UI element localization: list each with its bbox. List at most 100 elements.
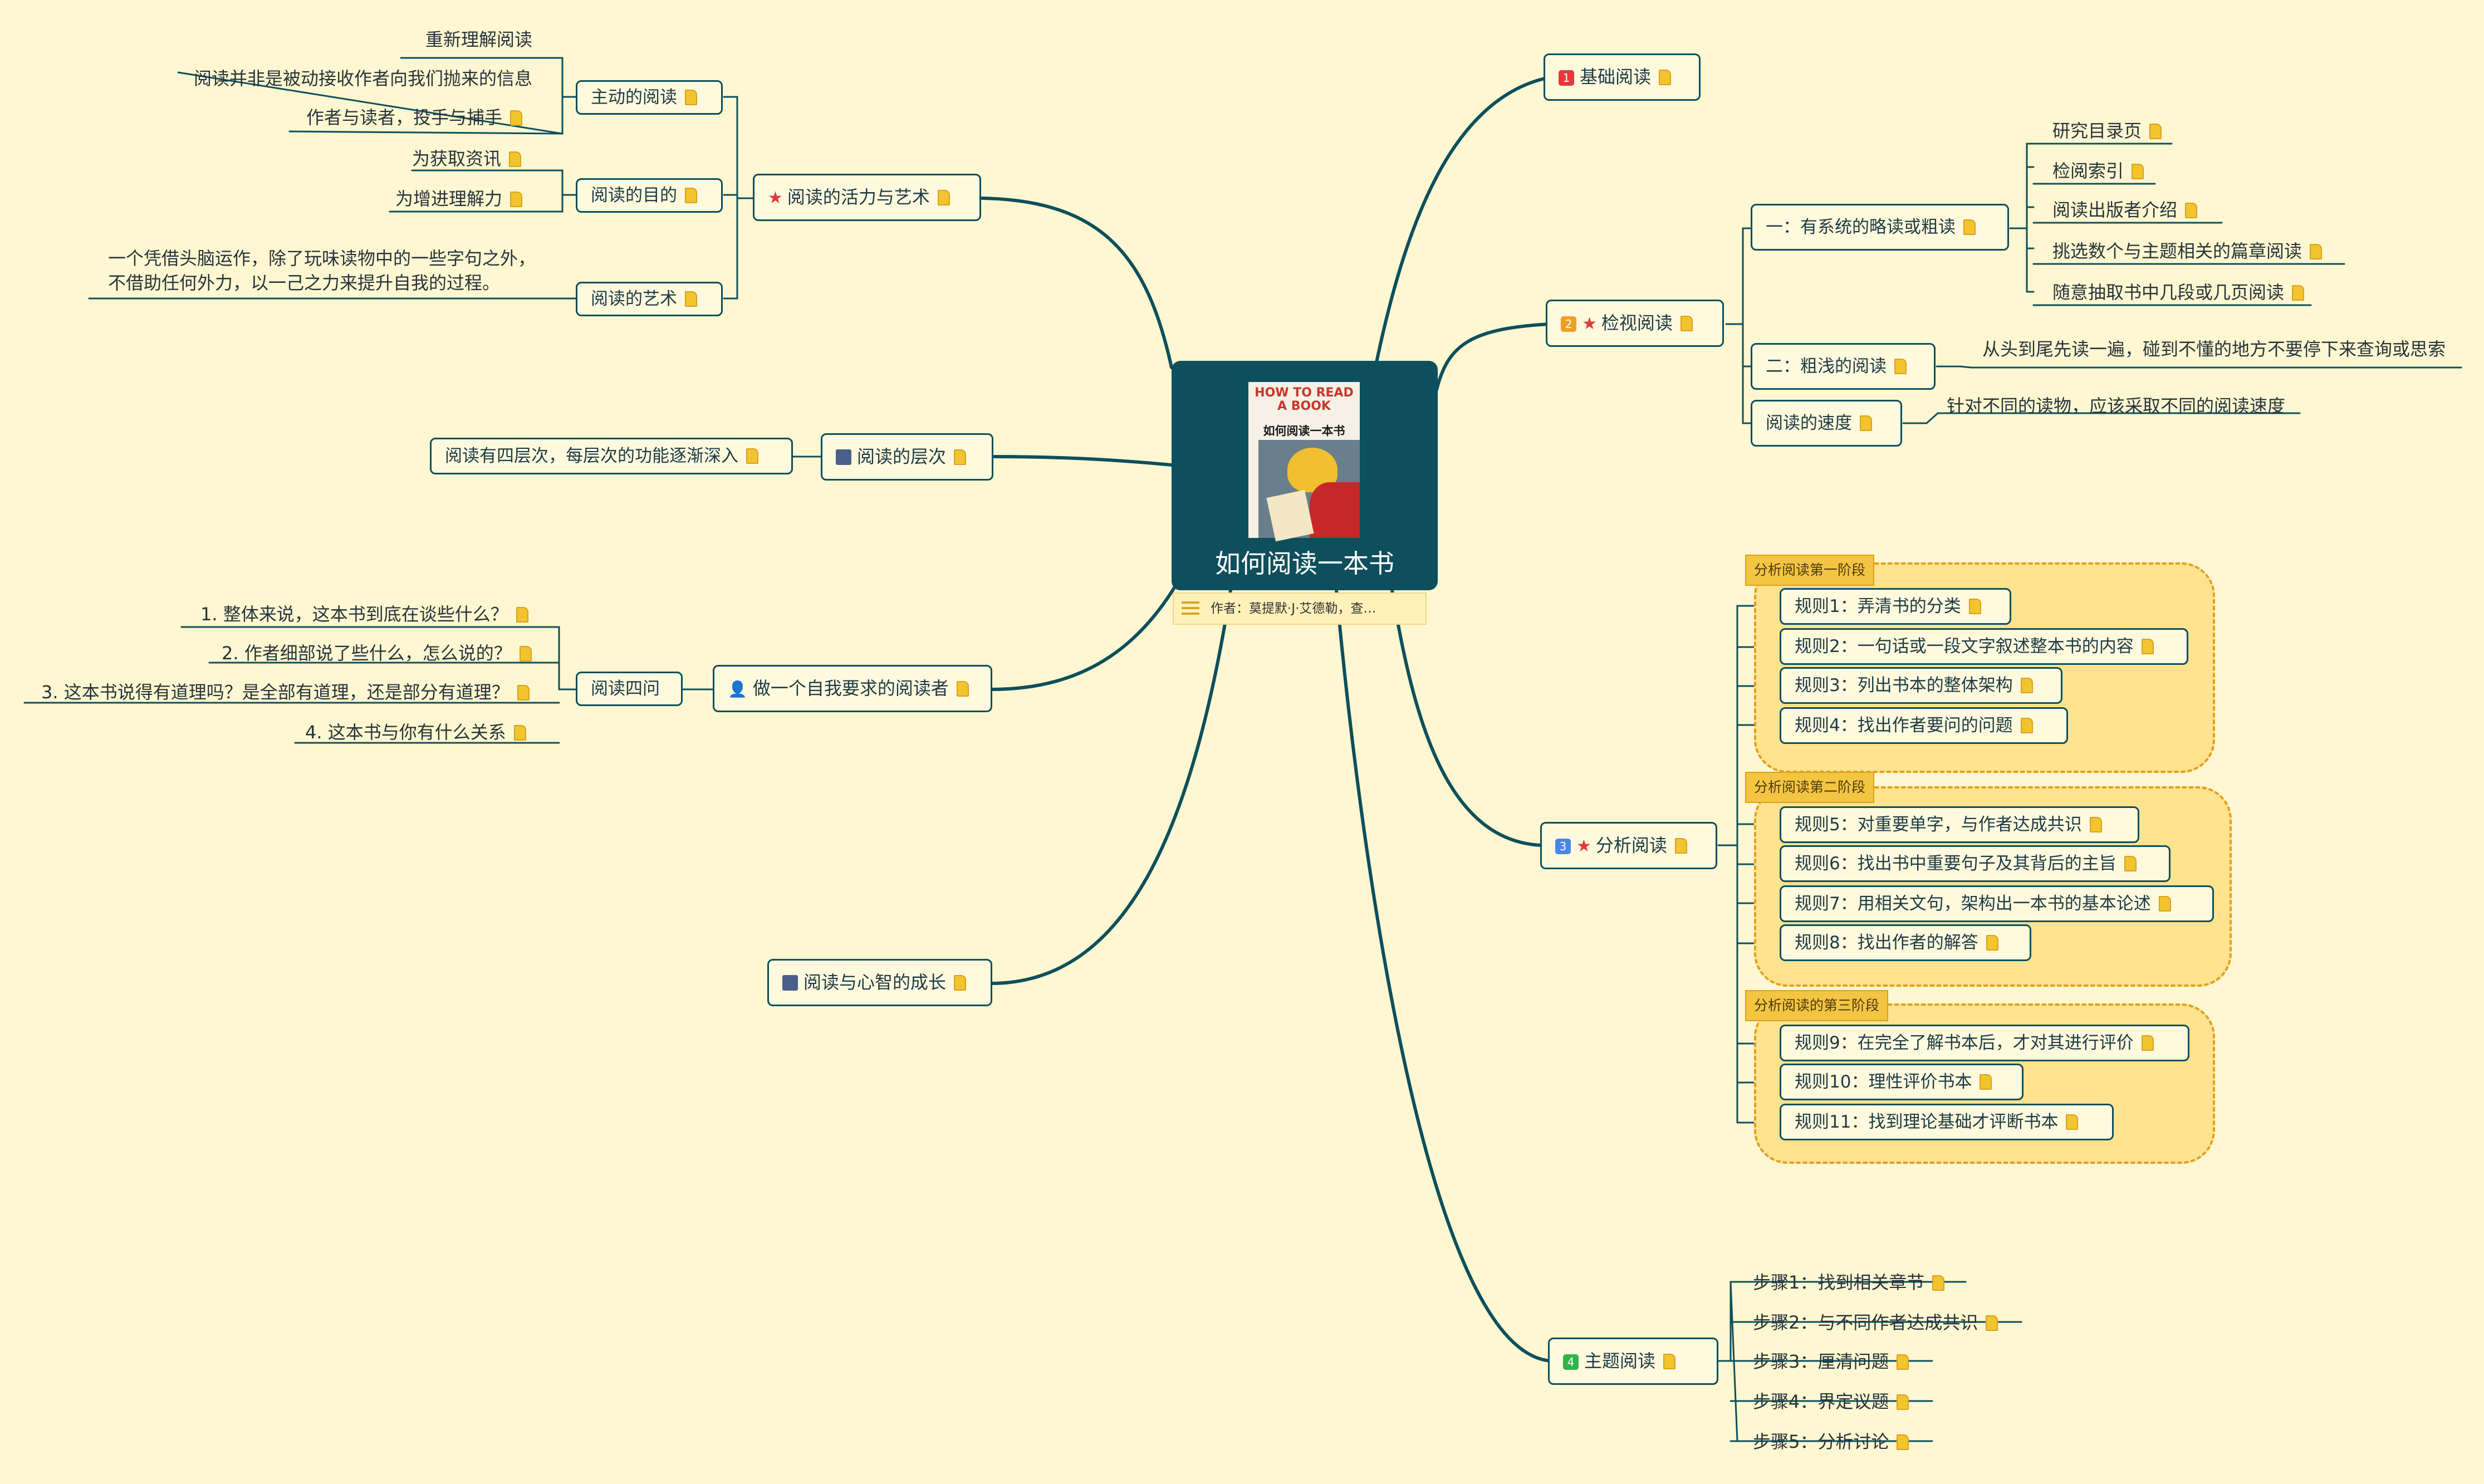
- topic-four-levels[interactable]: 阅读有四层次，每层次的功能逐渐深入: [430, 438, 793, 474]
- branch-basic-reading-label: 基础阅读: [1580, 66, 1652, 87]
- rule-9[interactable]: 规则9：在完全了解书本后，才对其进行评价: [1780, 1025, 2189, 1061]
- rule-7[interactable]: 规则7：用相关文句，架构出一本书的基本论述: [1780, 885, 2214, 922]
- rule-2[interactable]: 规则2：一句话或一段文字叙述整本书的内容: [1780, 628, 2188, 665]
- branch-demanding-reader[interactable]: 👤做一个自我要求的阅读者: [713, 665, 992, 712]
- step-5[interactable]: 步骤5：分析讨论: [1753, 1424, 1911, 1459]
- note-icon: [516, 607, 528, 623]
- branch-syntopical-label: 主题阅读: [1584, 1350, 1656, 1372]
- question-1[interactable]: 1. 整体来说，这本书到底在谈些什么？: [200, 597, 531, 631]
- rule-2-label: 规则2：一句话或一段文字叙述整本书的内容: [1795, 636, 2134, 657]
- stage-1-label[interactable]: 分析阅读第一阶段: [1745, 555, 1875, 586]
- branch-mind-growth[interactable]: 阅读与心智的成长: [767, 959, 992, 1006]
- rule-3[interactable]: 规则3：列出书本的整体架构: [1780, 667, 2062, 704]
- note-icon: [954, 449, 967, 465]
- topic-active-reading[interactable]: 主动的阅读: [576, 80, 723, 115]
- stage-2-label[interactable]: 分析阅读第二阶段: [1745, 772, 1875, 803]
- link-center-b4: [1335, 589, 1553, 1363]
- leaf-study-toc[interactable]: 研究目录页: [2052, 114, 2164, 148]
- stage-3-label[interactable]: 分析阅读的第三阶段: [1745, 990, 1889, 1021]
- step-2[interactable]: 步骤2：与不同作者达成共识: [1753, 1305, 2000, 1340]
- rule-1-label: 规则1：弄清书的分类: [1795, 596, 1961, 616]
- note-icon: [685, 291, 697, 307]
- topic-four-questions[interactable]: 阅读四问: [576, 672, 683, 706]
- topic-reading-speed[interactable]: 阅读的速度: [1751, 400, 1902, 447]
- leaf-check-index[interactable]: 检阅索引: [2052, 154, 2146, 188]
- step-4[interactable]: 步骤4：界定议题: [1753, 1384, 1911, 1419]
- note-icon: [510, 110, 523, 126]
- rule-5[interactable]: 规则5：对重要单字，与作者达成共识: [1780, 806, 2139, 843]
- topic-superficial-reading[interactable]: 二：粗浅的阅读: [1751, 343, 1936, 390]
- step-1-label: 步骤1：找到相关章节: [1753, 1272, 1925, 1293]
- branch-vitality-art[interactable]: ★阅读的活力与艺术: [753, 174, 981, 221]
- step-3[interactable]: 步骤3：厘清问题: [1753, 1344, 1911, 1379]
- note-icon: [1674, 838, 1687, 854]
- leaf-improve-understanding-label: 为增进理解力: [395, 188, 503, 209]
- rule-4[interactable]: 规则4：找出作者要问的问题: [1780, 707, 2068, 744]
- step-1[interactable]: 步骤1：找到相关章节: [1753, 1265, 1947, 1300]
- topic-reading-purpose[interactable]: 阅读的目的: [576, 178, 723, 213]
- priority-4-icon: 4: [1563, 1354, 1579, 1370]
- central-topic[interactable]: HOW TO READ A BOOK 如何阅读一本书 如何阅读一本书: [1172, 361, 1438, 590]
- rule-3-label: 规则3：列出书本的整体架构: [1795, 675, 2013, 696]
- star-icon: ★: [1582, 314, 1597, 334]
- rule-6[interactable]: 规则6：找出书中重要句子及其背后的主旨: [1780, 845, 2171, 882]
- rule-10[interactable]: 规则10：理性评价书本: [1780, 1064, 2024, 1100]
- note-icon: [1986, 935, 1998, 951]
- note-icon: [1894, 359, 1907, 374]
- leaf-random-pages[interactable]: 随意抽取书中几段或几页阅读: [2052, 275, 2306, 310]
- branch-syntopical-reading[interactable]: 4 主题阅读: [1548, 1338, 1718, 1385]
- note-icon: [513, 725, 526, 741]
- topic-skimming[interactable]: 一：有系统的略读或粗读: [1751, 204, 2009, 251]
- rule-6-label: 规则6：找出书中重要句子及其背后的主旨: [1795, 854, 2116, 874]
- step-2-label: 步骤2：与不同作者达成共识: [1753, 1312, 1978, 1333]
- note-icon: [2020, 718, 2033, 733]
- branch-inspectional-reading[interactable]: 2★检视阅读: [1546, 300, 1724, 347]
- leaf-publisher-intro[interactable]: 阅读出版者介绍: [2052, 193, 2199, 227]
- note-icon: [2089, 817, 2102, 832]
- rule-8[interactable]: 规则8：找出作者的解答: [1780, 924, 2031, 961]
- branch-reading-levels[interactable]: 阅读的层次: [821, 433, 993, 481]
- note-lines-icon: [1182, 601, 1199, 616]
- note-icon: [1680, 316, 1693, 331]
- leaf-not-passive[interactable]: 阅读并非是被动接收作者向我们抛来的信息: [193, 68, 532, 89]
- cover-title-cn: 如何阅读一本书: [1263, 424, 1345, 438]
- link-center-b2: [1435, 322, 1551, 391]
- link-center-growth: [991, 589, 1232, 985]
- leaf-get-info[interactable]: 为获取资讯: [412, 141, 523, 176]
- branch-levels-label: 阅读的层次: [857, 446, 947, 467]
- leaf-pick-chapters-label: 挑选数个与主题相关的篇章阅读: [2052, 241, 2302, 262]
- central-title: 如何阅读一本书: [1215, 548, 1394, 579]
- branch-analytical-reading[interactable]: 3★分析阅读: [1540, 822, 1717, 869]
- topic-superficial-label: 二：粗浅的阅读: [1766, 356, 1887, 376]
- leaf-rethink-reading[interactable]: 重新理解阅读: [425, 29, 532, 50]
- link-center-vitality: [981, 197, 1173, 369]
- leaf-pitcher-catcher[interactable]: 作者与读者，投手与捕手: [306, 100, 525, 135]
- leaf-improve-understanding[interactable]: 为增进理解力: [395, 182, 525, 216]
- bar-chart-icon: [836, 449, 851, 465]
- question-2[interactable]: 2. 作者细部说了些什么，怎么说的？: [222, 636, 534, 670]
- cover-illustration-dress: [1310, 482, 1360, 538]
- topic-reading-art[interactable]: 阅读的艺术: [576, 282, 723, 316]
- person-icon: 👤: [728, 680, 747, 698]
- note-icon: [1980, 1074, 1992, 1090]
- rule-11[interactable]: 规则11：找到理论基础才评断书本: [1780, 1104, 2114, 1140]
- branch-inspectional-label: 检视阅读: [1601, 312, 1673, 334]
- author-note[interactable]: 作者：莫提默·J·艾德勒，查…: [1173, 592, 1427, 625]
- cover-title-en: HOW TO READ A BOOK: [1255, 386, 1354, 413]
- question-3[interactable]: 3. 这本书说得有道理吗？是全部有道理，还是部分有道理？: [41, 675, 532, 709]
- topic-skimming-label: 一：有系统的略读或粗读: [1766, 217, 1956, 237]
- question-2-label: 2. 作者细部说了些什么，怎么说的？: [222, 643, 512, 664]
- note-icon: [1860, 415, 1872, 431]
- leaf-publisher-intro-label: 阅读出版者介绍: [2052, 199, 2178, 221]
- note-icon: [509, 151, 522, 167]
- note-icon: [1897, 1434, 1909, 1450]
- branch-growth-label: 阅读与心智的成长: [803, 972, 947, 993]
- note-icon: [685, 90, 697, 105]
- link-center-levels: [993, 455, 1173, 467]
- leaf-pick-chapters[interactable]: 挑选数个与主题相关的篇章阅读: [2052, 234, 2324, 268]
- question-4[interactable]: 4. 这本书与你有什么关系: [305, 715, 528, 750]
- link-center-b3: [1390, 589, 1543, 847]
- rule-1[interactable]: 规则1：弄清书的分类: [1780, 588, 2011, 625]
